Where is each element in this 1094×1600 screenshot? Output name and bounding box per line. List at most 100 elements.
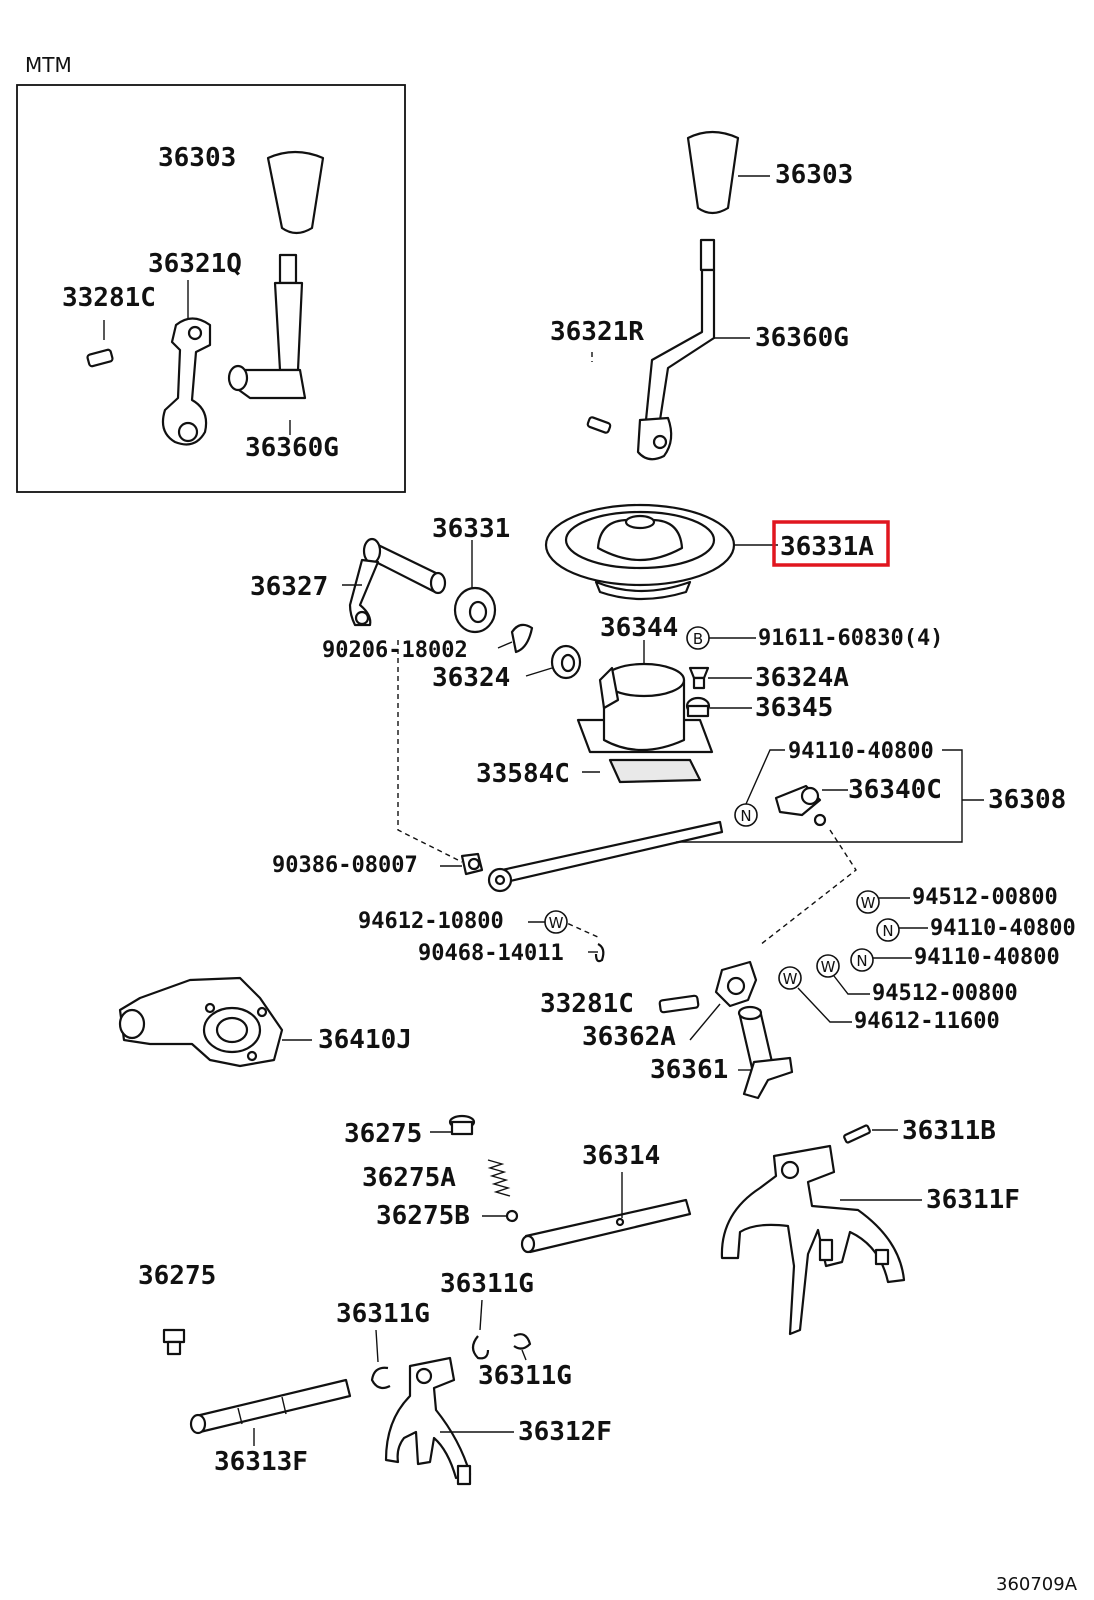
- washer-symbol-94512-a: W: [856, 890, 880, 914]
- lever-36362A[interactable]: [714, 960, 758, 1008]
- label-36321R[interactable]: 36321R: [550, 317, 644, 347]
- label-36327[interactable]: 36327: [250, 572, 328, 602]
- label-36340C[interactable]: 36340C: [848, 775, 942, 805]
- label-36308[interactable]: 36308: [988, 785, 1066, 815]
- shift-housing-36344[interactable]: [576, 662, 714, 784]
- bushing-small[interactable]: [510, 623, 534, 654]
- label-36324[interactable]: 36324: [432, 663, 510, 693]
- bushing-36345[interactable]: [685, 696, 711, 718]
- spring-36275A[interactable]: [487, 1159, 511, 1197]
- label-36313F[interactable]: 36313F: [214, 1447, 308, 1477]
- mtm-box-title: MTM: [25, 53, 72, 77]
- mtm-inset-frame: [16, 84, 406, 493]
- svg-text:W: W: [549, 914, 564, 932]
- label-36311F[interactable]: 36311F: [926, 1185, 1020, 1215]
- label-94110-40800-a[interactable]: 94110-40800: [930, 916, 1076, 941]
- shift-shaft-36313F[interactable]: [189, 1378, 352, 1435]
- rod-joint-36340C[interactable]: [774, 784, 827, 827]
- label-36311G-top[interactable]: 36311G: [440, 1269, 534, 1299]
- label-94612-10800[interactable]: 94612-10800: [358, 909, 504, 934]
- shift-knob-left[interactable]: [266, 150, 325, 235]
- label-36362A[interactable]: 36362A: [582, 1022, 676, 1052]
- nut-symbol-a: N: [876, 918, 900, 942]
- bolt-symbol-B: B: [686, 626, 710, 650]
- label-36361[interactable]: 36361: [650, 1055, 728, 1085]
- label-90206-18002[interactable]: 90206-18002: [322, 638, 468, 663]
- label-36345[interactable]: 36345: [755, 693, 833, 723]
- label-94512-00800-a[interactable]: 94512-00800: [912, 885, 1058, 910]
- extension-housing-36410J[interactable]: [118, 976, 284, 1068]
- snap-ring-36311G-right[interactable]: [513, 1333, 532, 1350]
- label-33281C[interactable]: 33281C: [540, 989, 634, 1019]
- bushing-36324A[interactable]: [688, 666, 710, 690]
- selector-lever-36327[interactable]: [348, 537, 447, 627]
- nut-symbol-b: N: [850, 948, 874, 972]
- pin-right[interactable]: [586, 416, 612, 434]
- label-90386-08007[interactable]: 90386-08007: [272, 853, 418, 878]
- label-91611-60830[interactable]: 91611-60830(4): [758, 626, 943, 651]
- bushing-36324[interactable]: [550, 644, 582, 680]
- washer-symbol-94512-b: W: [816, 954, 840, 978]
- washer-symbol-94612-11600: W: [778, 966, 802, 990]
- washer-symbol-94612-10800: W: [544, 910, 568, 934]
- shift-shaft-36314[interactable]: [520, 1198, 692, 1254]
- svg-text:N: N: [882, 922, 893, 940]
- seal-36331[interactable]: [453, 586, 497, 634]
- label-36314[interactable]: 36314: [582, 1141, 660, 1171]
- label-36303-left[interactable]: 36303: [158, 143, 236, 173]
- svg-text:W: W: [861, 894, 876, 912]
- label-36275-bottom[interactable]: 36275: [138, 1261, 216, 1291]
- label-33584C[interactable]: 33584C: [476, 759, 570, 789]
- label-36331A[interactable]: 36331A: [780, 532, 874, 562]
- svg-text:W: W: [821, 958, 836, 976]
- pin-36311B[interactable]: [843, 1124, 871, 1144]
- label-36344[interactable]: 36344: [600, 613, 678, 643]
- nut-symbol-top: N: [734, 803, 758, 827]
- plug-36275-bottom[interactable]: [162, 1328, 186, 1356]
- label-90468-14011[interactable]: 90468-14011: [418, 941, 564, 966]
- label-36275A[interactable]: 36275A: [362, 1163, 456, 1193]
- label-36311G-right[interactable]: 36311G: [478, 1361, 572, 1391]
- control-lever-left[interactable]: [161, 317, 212, 446]
- label-94512-00800-b[interactable]: 94512-00800: [872, 981, 1018, 1006]
- pin-33281C[interactable]: [658, 994, 700, 1014]
- clip-90468[interactable]: [594, 943, 605, 963]
- shift-lever-boot[interactable]: [544, 503, 736, 601]
- label-36311G-left[interactable]: 36311G: [336, 1299, 430, 1329]
- bolt-90386[interactable]: [460, 852, 484, 876]
- shift-knob-right[interactable]: [686, 130, 740, 215]
- plug-36275-top[interactable]: [448, 1114, 476, 1136]
- shift-fork-36311F[interactable]: [720, 1144, 906, 1336]
- label-94612-11600[interactable]: 94612-11600: [854, 1009, 1000, 1034]
- label-36303-right[interactable]: 36303: [775, 160, 853, 190]
- shift-rod-36308[interactable]: [487, 820, 724, 893]
- label-36331[interactable]: 36331: [432, 514, 510, 544]
- svg-text:N: N: [856, 952, 867, 970]
- label-36360G-left[interactable]: 36360G: [245, 433, 339, 463]
- ball-36275B[interactable]: [505, 1209, 519, 1223]
- label-36312F[interactable]: 36312F: [518, 1417, 612, 1447]
- label-36311B[interactable]: 36311B: [902, 1116, 996, 1146]
- label-94110-40800-b[interactable]: 94110-40800: [914, 945, 1060, 970]
- shift-lever-right[interactable]: [636, 238, 716, 461]
- snap-ring-36311G-top[interactable]: [471, 1335, 490, 1360]
- shaft-36361[interactable]: [737, 1005, 794, 1100]
- label-33281C-left[interactable]: 33281C: [62, 283, 156, 313]
- svg-text:W: W: [783, 970, 798, 988]
- svg-text:N: N: [740, 807, 751, 825]
- label-36360G-right[interactable]: 36360G: [755, 323, 849, 353]
- label-36275B[interactable]: 36275B: [376, 1201, 470, 1231]
- label-36321Q[interactable]: 36321Q: [148, 249, 242, 279]
- highlight-box-36331A: [772, 520, 890, 567]
- snap-ring-36311G-left[interactable]: [370, 1366, 391, 1390]
- pin-left[interactable]: [86, 348, 114, 368]
- svg-text:B: B: [693, 630, 703, 648]
- shift-lever-left[interactable]: [227, 253, 307, 400]
- label-36324A[interactable]: 36324A: [755, 663, 849, 693]
- figure-id: 360709A: [996, 1574, 1078, 1595]
- label-36410J[interactable]: 36410J: [318, 1025, 412, 1055]
- label-94110-40800-top[interactable]: 94110-40800: [788, 739, 934, 764]
- label-36275-top[interactable]: 36275: [344, 1119, 422, 1149]
- shift-fork-36312F[interactable]: [384, 1356, 472, 1486]
